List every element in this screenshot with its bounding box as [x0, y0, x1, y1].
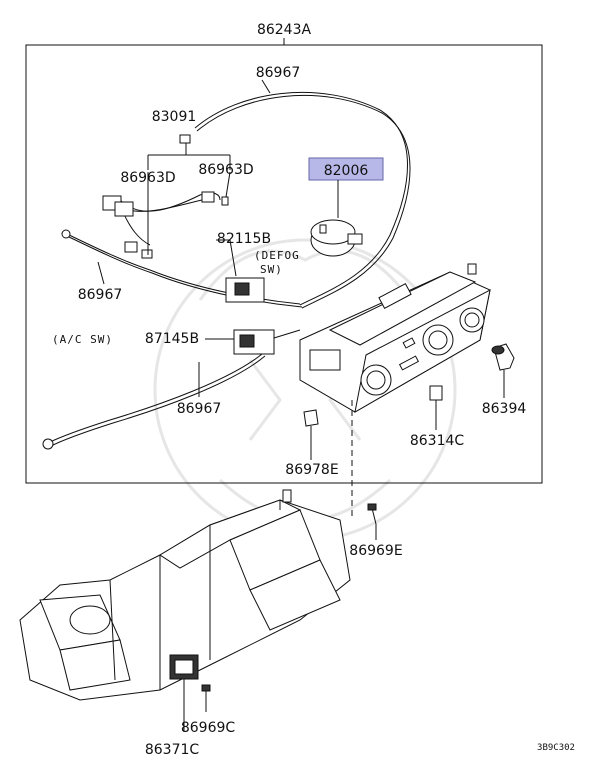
ac-switch [205, 329, 301, 355]
heater-unit-housing [19, 489, 351, 732]
label-87145B: 87145B [145, 331, 199, 347]
label-defog-line1: (DEFOG [254, 249, 300, 262]
label-86969C: 86969C [181, 720, 236, 736]
clip-86978E [303, 409, 319, 460]
label-86967-left: 86967 [78, 287, 123, 303]
label-82115B: 82115B [217, 231, 271, 247]
label-86371C: 86371C [145, 742, 200, 758]
defog-switch [216, 239, 265, 303]
label-86243A: 86243A [257, 22, 312, 38]
part-86314C [429, 385, 443, 430]
label-86967-top: 86967 [256, 65, 301, 81]
label-86963D-left: 86963D [120, 170, 175, 186]
screw-86969E [367, 503, 377, 540]
label-86963D-right: 86963D [198, 162, 253, 178]
label-86314C: 86314C [410, 433, 465, 449]
assembly-frame [25, 44, 543, 484]
heater-control-panel [299, 263, 491, 413]
label-86969E: 86969E [349, 543, 402, 559]
blower-motor-82006 [310, 180, 363, 257]
label-86967-bottom: 86967 [177, 401, 222, 417]
label-86394: 86394 [482, 401, 527, 417]
diagram-code: 3B9C302 [537, 743, 575, 753]
label-82006: 82006 [324, 163, 369, 179]
label-ac-sw: (A/C SW) [52, 333, 113, 346]
label-83091: 83091 [152, 109, 197, 125]
knob-86394 [491, 343, 515, 398]
wiring-harness [102, 134, 231, 259]
label-defog-line2: SW) [260, 263, 283, 276]
highlight-box [308, 157, 384, 181]
watermark-emblem [153, 238, 457, 542]
label-86978E: 86978E [285, 462, 338, 478]
